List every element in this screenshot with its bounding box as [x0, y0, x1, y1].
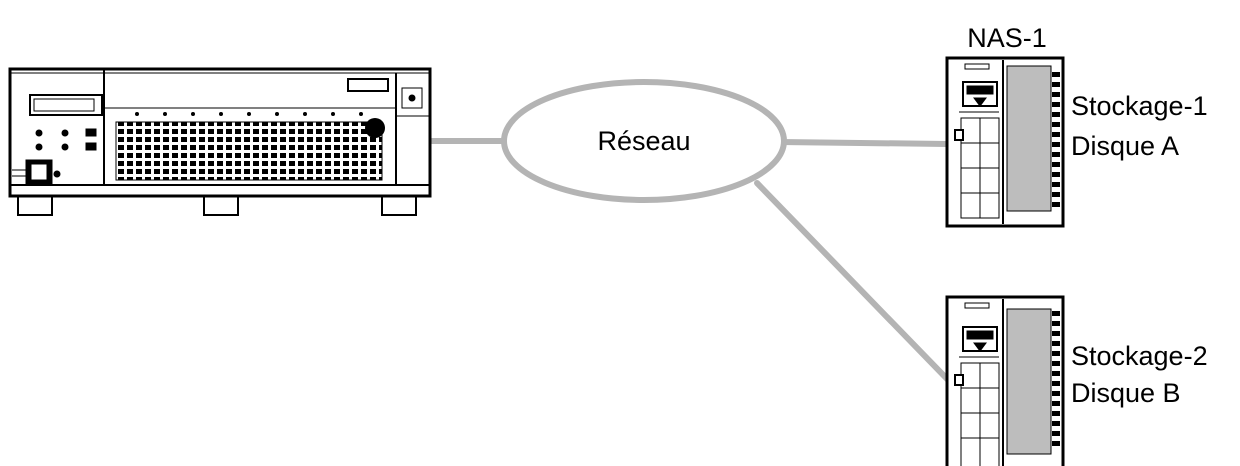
nas-tower-icon: [945, 295, 1065, 466]
network-cloud: Réseau: [501, 79, 787, 203]
link-network-nas1: [777, 139, 950, 147]
connection-lines: [429, 138, 953, 385]
storage1-line2: Disque A: [1071, 131, 1179, 161]
link-network-nas2: [754, 180, 953, 385]
nas-tower-icon: [945, 56, 1065, 228]
storage1-line1: Stockage-1: [1071, 91, 1208, 121]
storage2-line2: Disque B: [1071, 378, 1181, 408]
nas1-title: NAS-1: [967, 23, 1047, 53]
network-label: Réseau: [597, 126, 690, 156]
storage2-line1: Stockage-2: [1071, 341, 1208, 371]
recorder-device-icon: [8, 67, 432, 216]
